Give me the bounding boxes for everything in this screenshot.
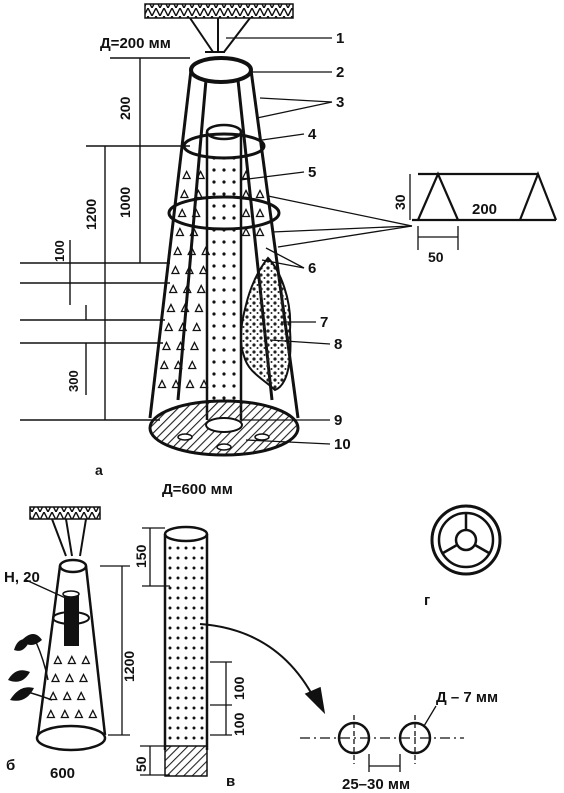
panel-b-letter: б: [6, 757, 15, 774]
substrate-blob: [239, 256, 292, 392]
tube-holes: [212, 156, 236, 400]
zoom-arrow-icon: [199, 623, 319, 707]
dim-v-spacing-1: 100: [231, 676, 247, 700]
inner-ring: [182, 132, 266, 160]
callout-4: 4: [308, 126, 317, 143]
dimension-lines-left: [20, 57, 190, 421]
callout-10: 10: [334, 436, 351, 453]
figure-v: 150 100 100 50 в Д – 7 мм 25–30 мм: [133, 525, 498, 793]
callout-8: 8: [334, 336, 342, 353]
callout-3: 3: [336, 94, 344, 111]
figure-b: Н, 20 1200 600 б: [4, 506, 137, 782]
middle-ring: [167, 195, 281, 231]
hole-diameter-label: Д – 7 мм: [436, 689, 498, 706]
callout-6: 6: [308, 260, 316, 277]
plant-leaves: [8, 634, 53, 701]
callout-1: 1: [336, 30, 344, 47]
callout-2: 2: [336, 64, 344, 81]
dim-v-top: 150: [133, 544, 149, 568]
panel-g-letter: г: [424, 592, 430, 609]
figure-a: Д=200 мм 200 1000 1200 100 300 Д=600 мм …: [20, 3, 413, 498]
figure-g: г: [424, 504, 502, 609]
detail-spacing-label: 200: [472, 201, 497, 218]
dim-b-base: 600: [50, 765, 75, 782]
dim-1200-label: 1200: [83, 199, 99, 230]
hole-pitch-label: 25–30 мм: [342, 776, 410, 793]
panel-v-letter: в: [226, 773, 235, 790]
label-h-20: Н, 20: [4, 569, 40, 586]
dim-v-bottom: 50: [133, 756, 149, 772]
triangle-spacing-detail: 30 200 50: [392, 170, 558, 265]
top-ring: [189, 56, 253, 84]
dim-v-spacing-2: 100: [231, 712, 247, 736]
dim-300-label: 300: [66, 370, 81, 392]
dim-200-label: 200: [117, 96, 133, 120]
detail-base-label: 50: [428, 249, 444, 265]
callout-9: 9: [334, 412, 342, 429]
ceiling-hatch: [144, 3, 294, 19]
bottom-diameter-label: Д=600 мм: [162, 481, 233, 498]
dim-100-label: 100: [52, 240, 67, 262]
dim-1000-label: 1000: [117, 187, 133, 218]
callout-leaders: [226, 37, 413, 445]
dim-b-height: 1200: [121, 651, 137, 682]
top-diameter-label: Д=200 мм: [100, 35, 171, 52]
callout-5: 5: [308, 164, 316, 181]
panel-a-letter: а: [95, 462, 103, 478]
detail-height-label: 30: [392, 194, 408, 210]
hole-detail: Д – 7 мм 25–30 мм: [300, 689, 498, 793]
suspension-wires: [189, 17, 251, 53]
cone-triangles: [157, 170, 265, 389]
callout-7: 7: [320, 314, 328, 331]
